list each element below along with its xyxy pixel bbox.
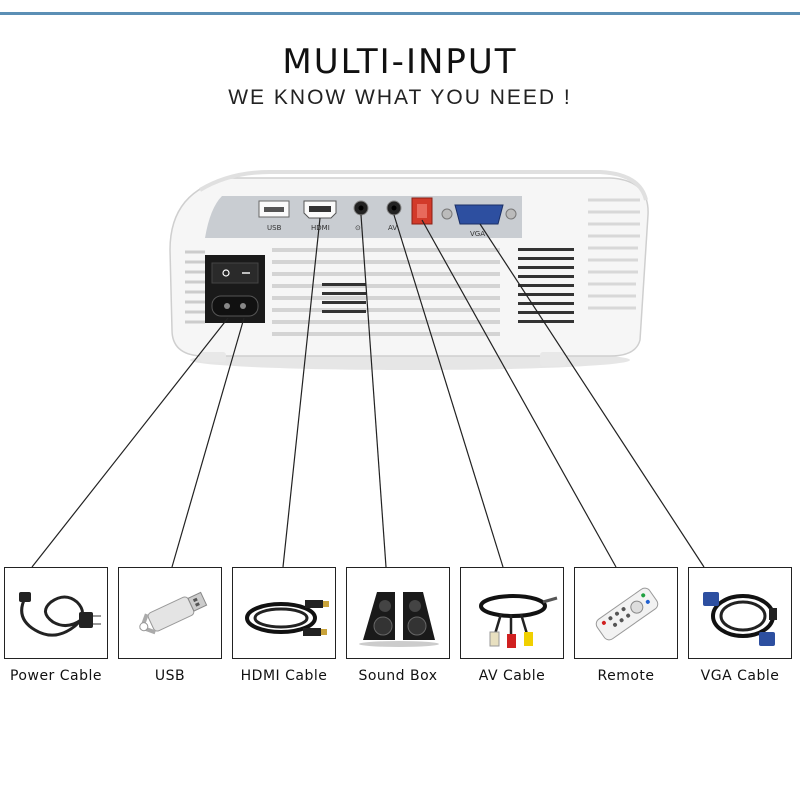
power-switch-socket <box>205 255 265 323</box>
vent-grille-left <box>185 250 205 324</box>
accessory-label-usb: USB <box>154 668 186 684</box>
speaker-icon <box>359 592 439 647</box>
accessory-label-hdmi-cable: HDMI Cable <box>240 668 328 684</box>
accessory-label-remote: Remote <box>597 668 655 684</box>
projector-foot-left <box>200 352 226 362</box>
usb-stick-icon <box>139 591 208 635</box>
vent-grille-right <box>588 198 640 310</box>
accessory-card-remote <box>574 567 678 659</box>
accessory-card-vga-cable <box>688 567 792 659</box>
vga-cable-icon <box>703 592 777 646</box>
vent-slots-center <box>322 283 366 313</box>
connector-line-power <box>31 317 229 568</box>
hdmi-port-label: HDMI <box>311 224 330 232</box>
accessory-card-hdmi-cable <box>232 567 336 659</box>
page-title: MULTI-INPUT <box>282 42 518 82</box>
connector-line-hdmi <box>282 217 321 568</box>
vga-port <box>441 204 517 225</box>
connector-line-vga <box>479 223 705 568</box>
connector-line-usb <box>171 317 245 568</box>
audio-port-label: ⊙ <box>355 224 361 232</box>
accessory-label-av-cable: AV Cable <box>478 668 546 684</box>
av-port-label: AV <box>388 224 397 232</box>
top-accent-rule <box>0 12 800 15</box>
av-cable-icon <box>479 594 558 648</box>
accessory-card-av-cable <box>460 567 564 659</box>
connector-line-av <box>393 214 504 568</box>
page-subtitle: WE KNOW WHAT YOU NEED ! <box>228 86 572 109</box>
hdmi-port <box>303 200 337 219</box>
vent-grille-center <box>272 248 500 336</box>
usb-port <box>258 200 290 218</box>
accessory-label-sound-box: Sound Box <box>358 668 438 684</box>
accessory-card-power-cable <box>4 567 108 659</box>
projector-top-edge <box>198 170 648 201</box>
vent-slots-right <box>518 248 574 323</box>
remote-icon <box>595 587 659 641</box>
hdmi-cable-icon <box>245 600 329 636</box>
accessory-label-vga-cable: VGA Cable <box>700 668 780 684</box>
projector-foot-right <box>540 352 566 366</box>
accessory-card-sound-box <box>346 567 450 659</box>
accessory-label-power-cable: Power Cable <box>9 668 103 684</box>
vga-port-label: VGA <box>470 230 485 238</box>
power-cable-icon <box>19 592 101 637</box>
connector-line-sound <box>360 214 387 568</box>
connector-line-remote <box>421 219 617 568</box>
accessory-card-usb <box>118 567 222 659</box>
usb-port-label: USB <box>267 224 282 232</box>
